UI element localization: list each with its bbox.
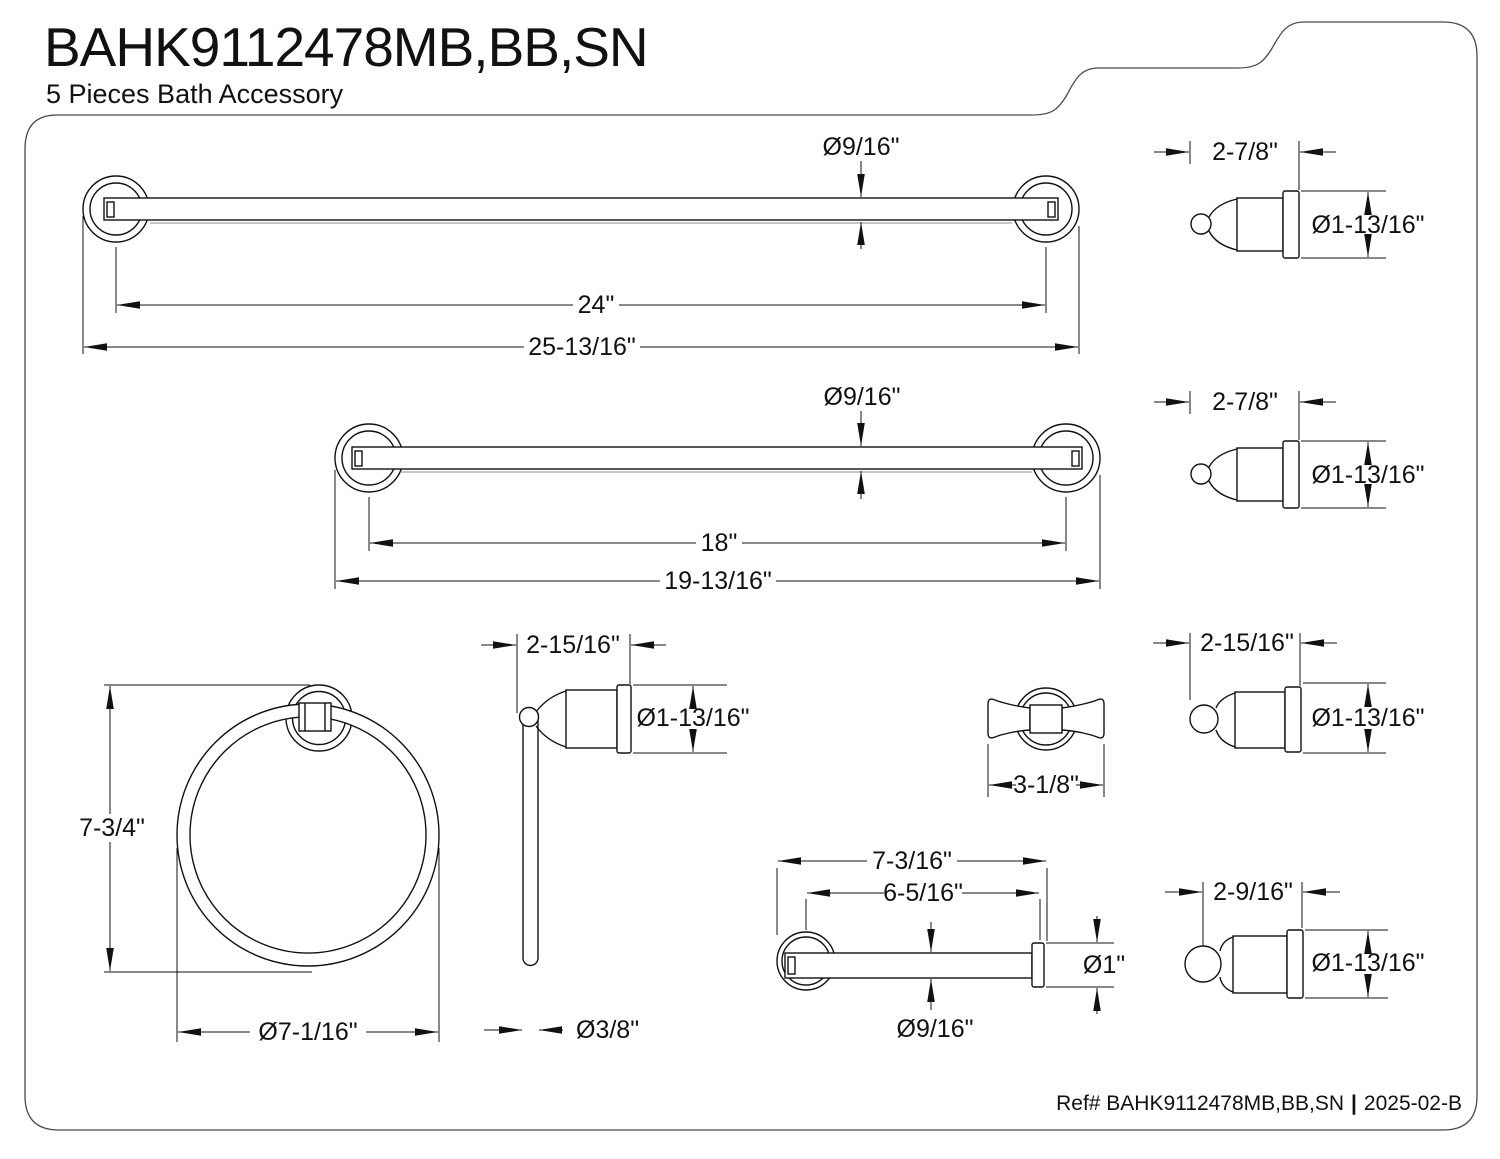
towel-bar-24-drawing: Ø9/16" 24" 25-13/16": [82, 133, 1080, 361]
post-flange: [616, 684, 632, 754]
ringside-thickness-label: Ø3/8": [576, 1016, 639, 1044]
bar-24: [103, 197, 1059, 221]
towel-bar-18-side-view: 2-7/8" Ø1-13/16": [1154, 388, 1425, 509]
post-body: [1234, 691, 1286, 749]
post-ball: [1190, 463, 1212, 485]
bar-18: [351, 446, 1083, 470]
toilet-paper-holder-drawing: 7-3/16" 6-5/16" Ø1" Ø9/16": [776, 847, 1125, 1043]
side18-flange-diameter-label: Ø1-13/16": [1311, 461, 1424, 489]
tp-overall-label: 7-3/16": [872, 847, 952, 875]
post-body: [1232, 935, 1288, 994]
ring-annulus: [176, 703, 440, 967]
towel-bar-24-side-view: 2-7/8" Ø1-13/16": [1154, 138, 1425, 259]
ring-height-label: 7-3/4": [79, 814, 145, 842]
page-subtitle: 5 Pieces Bath Accessory: [46, 79, 344, 109]
bar18-overall-label: 19-13/16": [664, 567, 772, 595]
post-ball: [1190, 213, 1212, 235]
hook-width-label: 3-1/8": [1013, 771, 1079, 799]
footer-separator: |: [1351, 1092, 1357, 1115]
side24-flange-diameter-label: Ø1-13/16": [1311, 211, 1424, 239]
ring-edge-bar: [522, 713, 539, 967]
towel-ring-drawing: 7-3/4" Ø7-1/16": [79, 684, 440, 1046]
sheet-border: [24, 21, 1478, 1131]
bar24-length-label: 24": [578, 291, 615, 319]
tpside-flange-diameter-label: Ø1-13/16": [1311, 949, 1424, 977]
header: BAHK9112478MB,BB,SN 5 Pieces Bath Access…: [44, 16, 649, 109]
bar18-diameter-label: Ø9/16": [824, 383, 901, 411]
ring-diameter-label: Ø7-1/16": [258, 1018, 357, 1046]
hookside-flange-diameter-label: Ø1-13/16": [1311, 704, 1424, 732]
robe-hook-drawing: 3-1/8": [987, 687, 1105, 799]
bar24-overall-label: 25-13/16": [528, 333, 636, 361]
footer-ref-line: Ref# BAHK9112478MB,BB,SN | 2025-02-B: [1056, 1092, 1462, 1115]
ringside-depth-label: 2-15/16": [526, 631, 620, 659]
post-flange: [1284, 686, 1302, 753]
tp-cap-diameter-label: Ø1": [1083, 951, 1125, 979]
ringside-flange-diameter-label: Ø1-13/16": [636, 704, 749, 732]
footer-revision: 2025-02-B: [1364, 1092, 1462, 1115]
end-cap: [1031, 942, 1045, 988]
roller-bar: [784, 952, 1033, 979]
page-title: BAHK9112478MB,BB,SN: [44, 16, 648, 78]
towel-bar-18-drawing: Ø9/16" 18" 19-13/16": [334, 383, 1101, 595]
footer: Ref# BAHK9112478MB,BB,SN | 2025-02-B: [1056, 1092, 1462, 1115]
hookside-depth-label: 2-15/16": [1200, 629, 1294, 657]
post-body: [565, 689, 618, 749]
footer-ref: Ref# BAHK9112478MB,BB,SN: [1056, 1092, 1344, 1115]
toilet-paper-holder-side-view: 2-9/16" Ø1-13/16": [1165, 878, 1425, 999]
post-flange: [1282, 440, 1300, 509]
hook-center: [1029, 704, 1063, 734]
ring-clamp: [298, 702, 332, 732]
post-ball: [1184, 945, 1222, 983]
side24-depth-label: 2-7/8": [1212, 138, 1278, 166]
post-body: [1236, 447, 1284, 502]
post-ball: [518, 706, 540, 728]
hook-arm-left: [987, 698, 1031, 739]
towel-ring-side-view: 2-15/16" Ø1-13/16" Ø3/8": [481, 631, 750, 1044]
robe-hook-side-view: 2-15/16" Ø1-13/16": [1153, 629, 1425, 754]
post-flange: [1282, 190, 1300, 259]
bar18-length-label: 18": [701, 529, 738, 557]
tp-bar-diameter-label: Ø9/16": [897, 1015, 974, 1043]
side18-depth-label: 2-7/8": [1212, 388, 1278, 416]
tp-length-label: 6-5/16": [883, 879, 963, 907]
bar24-diameter-label: Ø9/16": [823, 133, 900, 161]
tpside-depth-label: 2-9/16": [1213, 878, 1293, 906]
post-flange: [1286, 929, 1304, 999]
post-body: [1236, 197, 1284, 252]
post-ball: [1189, 704, 1219, 734]
